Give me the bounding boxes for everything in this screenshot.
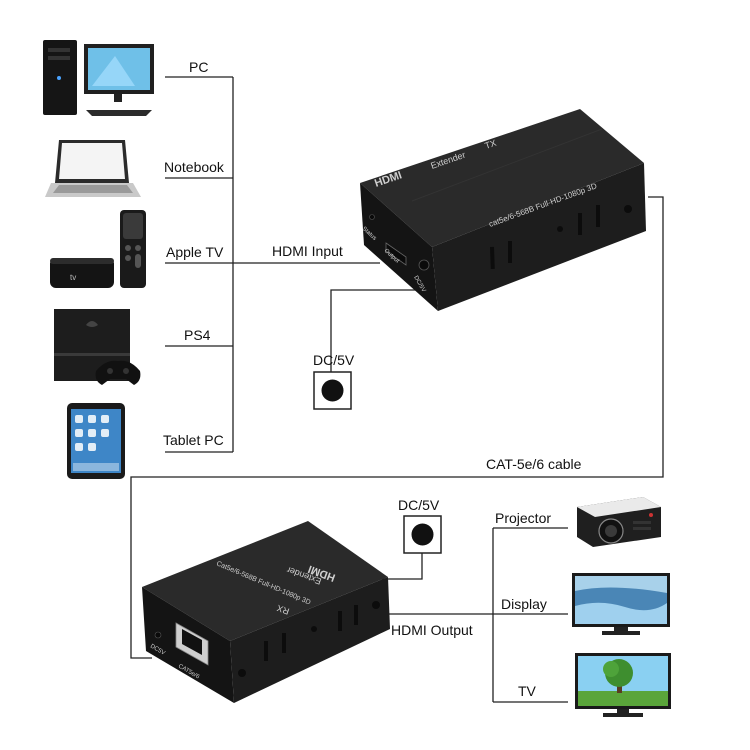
notebook-icon bbox=[45, 140, 141, 197]
label-display: Display bbox=[501, 596, 547, 612]
label-notebook: Notebook bbox=[164, 159, 224, 175]
tv-icon bbox=[575, 653, 671, 717]
label-rx-dc5v: DC/5V bbox=[398, 497, 440, 513]
ps4-icon bbox=[54, 309, 141, 385]
pc-icon bbox=[43, 40, 154, 116]
tx-extender-unit: HDMI Extender TX cat5e/6-568B Full-HD-10… bbox=[360, 109, 646, 311]
label-tx-dc5v: DC/5V bbox=[313, 352, 355, 368]
svg-text:tv: tv bbox=[70, 273, 76, 282]
tablet-icon bbox=[67, 403, 125, 479]
tx-power-line bbox=[330, 289, 424, 372]
label-hdmi-output: HDMI Output bbox=[391, 622, 473, 638]
label-projector: Projector bbox=[495, 510, 552, 526]
rx-power-jack-icon bbox=[403, 515, 442, 554]
projector-icon bbox=[577, 497, 661, 547]
tx-power-jack-icon bbox=[313, 371, 352, 410]
display-icon bbox=[572, 573, 670, 635]
label-apple-tv: Apple TV bbox=[166, 244, 224, 260]
rx-role: RX bbox=[276, 603, 291, 617]
label-cat-cable: CAT-5e/6 cable bbox=[486, 456, 582, 472]
label-tv: TV bbox=[518, 683, 536, 699]
label-hdmi-input: HDMI Input bbox=[272, 243, 343, 259]
rx-extender-unit: Cat5e/6-568B Full-HD-1080p 3D HDMI Exten… bbox=[142, 521, 390, 703]
label-pc: PC bbox=[189, 59, 209, 75]
apple-tv-icon: tv bbox=[50, 210, 146, 288]
label-tablet-pc: Tablet PC bbox=[163, 432, 224, 448]
rx-power-line bbox=[380, 552, 423, 580]
tx-role: TX bbox=[483, 138, 497, 151]
cat-cable-line bbox=[130, 196, 664, 659]
label-ps4: PS4 bbox=[184, 327, 211, 343]
